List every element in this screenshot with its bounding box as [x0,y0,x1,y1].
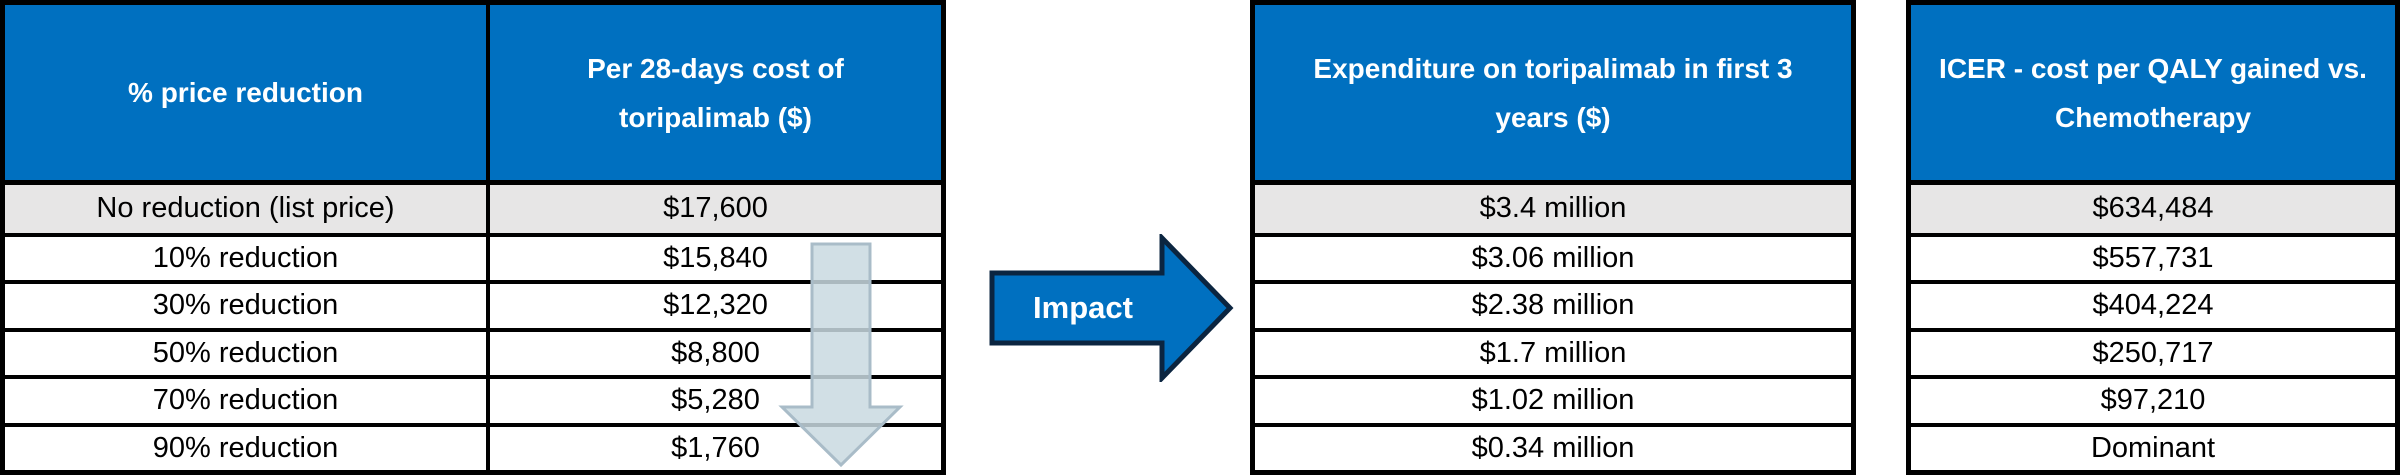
cell-icer: $557,731 [1911,232,2395,281]
cell-reduction: 50% reduction [5,327,486,376]
cell-icer: Dominant [1911,422,2395,471]
cell-reduction: 70% reduction [5,375,486,423]
right-arrow-icon [989,234,1234,382]
cell-cost: $15,840 [486,232,941,280]
icer-table: ICER - cost per QALY gained vs. Chemothe… [1906,0,2400,475]
header-expenditure: Expenditure on toripalimab in first 3 ye… [1255,5,1851,185]
cell-icer: $97,210 [1911,375,2395,423]
impact-arrow: Impact [988,234,1236,382]
header-price-reduction: % price reduction [5,5,486,185]
cell-cost: $1,760 [486,422,941,470]
cell-cost: $12,320 [486,280,941,328]
cell-icer: $404,224 [1911,280,2395,328]
cell-expenditure: $3.06 million [1255,232,1851,281]
cell-reduction: 10% reduction [5,232,486,281]
cell-cost: $17,600 [486,185,941,233]
expenditure-table: Expenditure on toripalimab in first 3 ye… [1250,0,1856,475]
header-per-28-days-cost: Per 28-days cost of toripalimab ($) [486,5,941,185]
cell-expenditure: $1.02 million [1255,375,1851,423]
cell-expenditure: $1.7 million [1255,327,1851,376]
cell-reduction: No reduction (list price) [5,185,486,233]
cell-icer: $634,484 [1911,185,2395,233]
cell-cost: $5,280 [486,375,941,423]
cell-icer: $250,717 [1911,327,2395,376]
cell-reduction: 90% reduction [5,422,486,471]
cell-reduction: 30% reduction [5,280,486,328]
cell-expenditure: $0.34 million [1255,422,1851,471]
price-reduction-table: % price reduction Per 28-days cost of to… [0,0,946,475]
impact-label: Impact [1033,290,1133,325]
cell-expenditure: $3.4 million [1255,185,1851,233]
cell-cost: $8,800 [486,327,941,375]
header-icer: ICER - cost per QALY gained vs. Chemothe… [1911,5,2395,185]
cell-expenditure: $2.38 million [1255,280,1851,328]
